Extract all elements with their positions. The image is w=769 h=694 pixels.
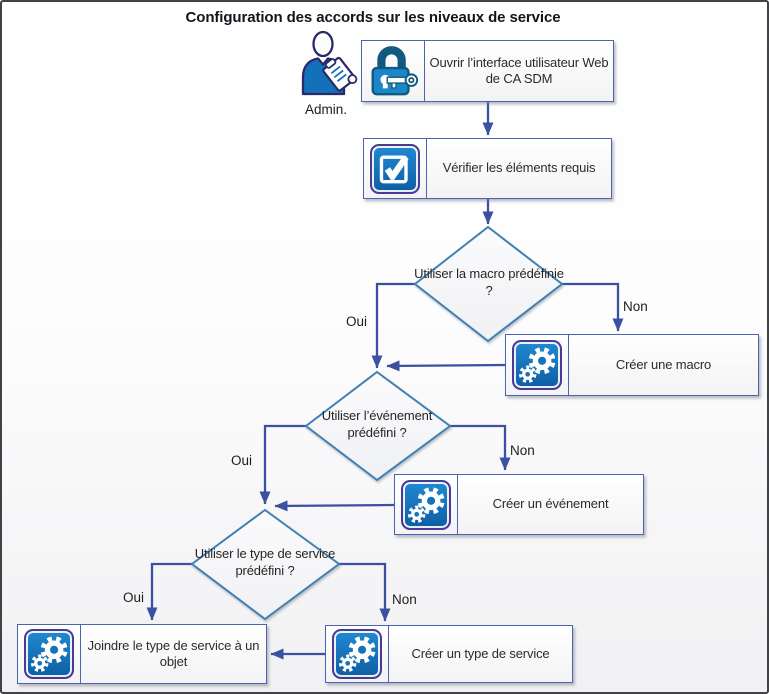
gears-icon	[512, 340, 562, 390]
edge-macro-decision-oui	[371, 282, 415, 369]
admin-person-icon	[301, 30, 358, 96]
edge-service-decision-non	[339, 562, 391, 622]
gears-icon	[401, 479, 451, 530]
node-create-service-type: Créer un type de service	[325, 625, 573, 683]
node-attach-service-type-label: Joindre le type de service à un objet	[87, 637, 260, 669]
edge-service-decision-oui	[146, 562, 192, 621]
node-verify-label: Vérifier les éléments requis	[442, 160, 596, 176]
node-create-macro-label: Créer une macro	[615, 356, 712, 372]
edge-macro-decision-non	[562, 282, 624, 332]
edge-label-oui-2: Oui	[231, 453, 253, 468]
page-title: Configuration des accords sur les niveau…	[185, 9, 561, 26]
lock-key-icon	[371, 46, 419, 96]
edge-event-decision-oui	[259, 424, 306, 505]
decision-use-event-label: Utiliser l’événement prédéfini ?	[321, 408, 433, 440]
gears-icon	[332, 629, 382, 679]
node-create-event-label: Créer un événement	[492, 496, 609, 512]
node-attach-service-type: Joindre le type de service à un objet	[17, 624, 267, 684]
decision-use-macro-shape	[413, 225, 564, 343]
node-create-macro: Créer une macro	[505, 334, 759, 396]
node-create-service-type-label: Créer un type de service	[411, 645, 550, 661]
decision-use-service-type-shape	[190, 508, 341, 621]
checklist-icon	[370, 143, 420, 194]
edge-label-non-3: Non	[392, 592, 417, 607]
node-open-ui: Ouvrir l’interface utilisateur Web de CA…	[361, 40, 614, 102]
decision-use-service-type-label: Utiliser le type de service prédéfini ?	[194, 546, 336, 578]
admin-label: Admin.	[304, 102, 348, 117]
edge-create-event-to-service-decision	[274, 500, 395, 512]
edge-event-decision-non	[450, 424, 511, 471]
gears-icon	[24, 629, 74, 679]
decision-use-event-shape	[304, 370, 452, 482]
node-open-ui-label: Ouvrir l’interface utilisateur Web de CA…	[429, 54, 609, 86]
node-verify: Vérifier les éléments requis	[363, 138, 612, 199]
edge-label-non-2: Non	[510, 443, 535, 458]
edge-label-oui-3: Oui	[123, 590, 145, 605]
edge-label-oui-1: Oui	[346, 314, 368, 329]
node-create-event: Créer un événement	[394, 474, 644, 535]
edge-label-non-1: Non	[623, 299, 648, 314]
decision-use-macro-label: Utiliser la macro prédéfinie ?	[414, 266, 564, 298]
admin-actor	[290, 29, 362, 104]
edge-create-macro-to-event-decision	[386, 360, 506, 372]
